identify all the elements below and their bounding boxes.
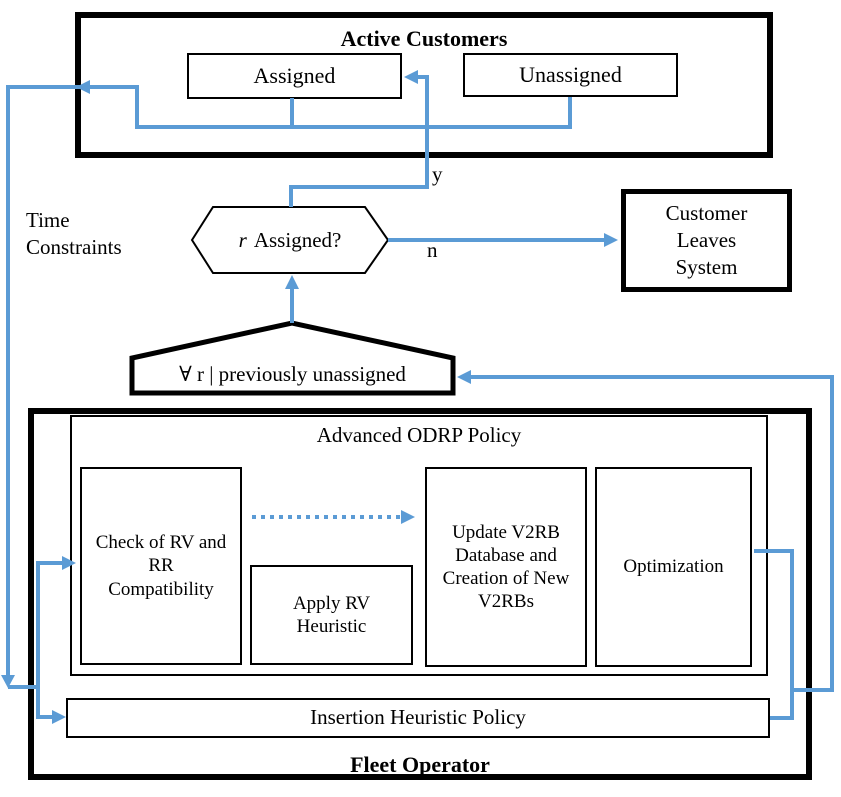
fleet-operator-title: Fleet Operator: [350, 752, 490, 777]
optimization-box: Optimization: [595, 467, 752, 667]
customer-leaves-line: System: [675, 254, 738, 279]
check-rv-rr-box: Check of RV and RR Compatibility: [80, 467, 242, 665]
forall-label: ∀ r | previously unassigned: [179, 362, 406, 386]
apply-rv-line: Heuristic: [296, 616, 367, 637]
assigned-label: Assigned: [253, 62, 336, 88]
time-constraints-line: Time: [26, 208, 70, 232]
yes-branch-label: y: [432, 162, 443, 186]
apply-rv-line: Apply RV: [292, 592, 371, 614]
active-customers-title: Active Customers: [340, 26, 508, 51]
check-rv-rr-line: Compatibility: [108, 578, 214, 600]
update-v2rb-line: Creation of New: [442, 568, 570, 589]
customer-leaves-line: Customer: [665, 201, 748, 226]
no-branch-label: n: [427, 238, 438, 262]
unassigned-label: Unassigned: [519, 61, 622, 87]
insertion-heuristic-policy-box: Insertion Heuristic Policy: [66, 698, 770, 738]
apply-rv-heuristic-box: Apply RV Heuristic: [250, 565, 413, 665]
customer-leaves-line: Leaves: [676, 228, 737, 253]
unassigned-box: Unassigned: [463, 53, 678, 97]
decision-question: Assigned?: [253, 227, 342, 252]
update-v2rb-line: Update V2RB: [452, 521, 560, 543]
update-v2rb-box: Update V2RB Database and Creation of New…: [425, 467, 587, 667]
decision-r-symbol: r: [238, 227, 247, 252]
update-v2rb-line: Database and: [455, 544, 557, 566]
time-constraints-label: Time Constraints: [26, 207, 146, 261]
customer-leaves-box: Customer Leaves System: [621, 189, 792, 292]
advanced-odrp-policy-title: Advanced ODRP Policy: [316, 423, 522, 447]
check-rv-rr-line: Check of RV and: [95, 532, 227, 554]
decision-label: r Assigned?: [192, 207, 388, 273]
insertion-heuristic-policy-label: Insertion Heuristic Policy: [310, 705, 526, 730]
time-constraints-line: Constraints: [26, 235, 122, 259]
check-rv-rr-line: RR: [148, 555, 174, 577]
update-v2rb-line: V2RBs: [478, 591, 534, 613]
assigned-box: Assigned: [187, 53, 402, 99]
optimization-label: Optimization: [623, 556, 724, 578]
